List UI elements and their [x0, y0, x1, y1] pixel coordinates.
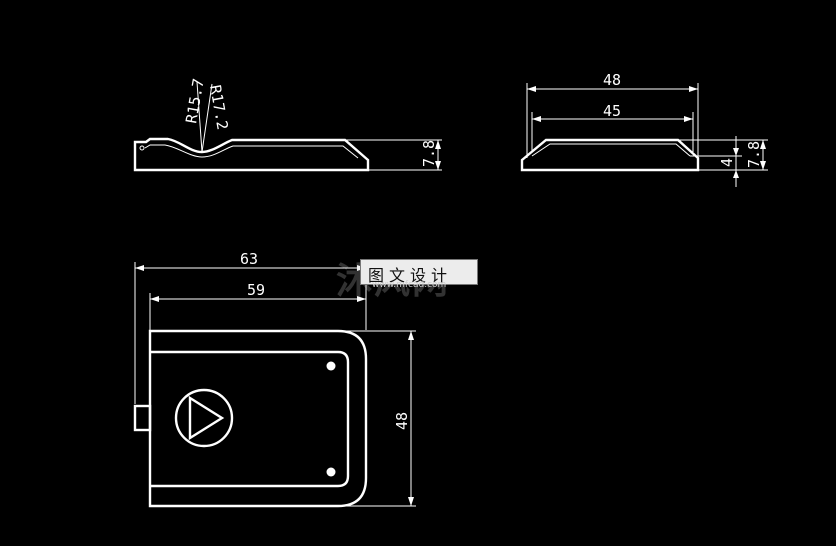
side-height-arrows [435, 140, 441, 170]
side-view: R15.7 R17.2 7.8 [133, 77, 442, 172]
radius-label-a: R15.7 [182, 77, 208, 125]
top-hole-upper [326, 361, 336, 371]
radius-label-b: R17.2 [206, 84, 232, 132]
side-view-outline [133, 137, 370, 172]
end-view: 48 45 4 7.8 [520, 71, 768, 187]
top-width-label: 48 [393, 412, 411, 430]
end-view-inner-line [531, 143, 691, 157]
top-view-inner-recess [150, 350, 350, 488]
side-view-hole [139, 145, 145, 151]
watermark-label: 图文设计 [368, 266, 453, 285]
side-height-label: 7.8 [420, 140, 438, 167]
end-height-label: 7.8 [745, 141, 763, 168]
top-view: 63 59 48 [133, 250, 416, 508]
end-inner-height-arrows [733, 148, 739, 178]
watermark-url: www.mfcad.com [372, 280, 447, 290]
watermark-label-box [360, 259, 478, 285]
top-hole-lower [326, 467, 336, 477]
end-height-arrows [760, 140, 766, 170]
top-overall-length-label: 63 [240, 250, 258, 268]
radius-leader-b [201, 83, 213, 153]
top-body-length-label: 59 [247, 281, 265, 299]
end-inner-height-label: 4 [718, 158, 736, 167]
end-inner-width-label: 45 [603, 102, 621, 120]
play-triangle-circle-icon [174, 388, 234, 448]
top-view-tab [133, 404, 152, 432]
end-outer-width-label: 48 [603, 71, 621, 89]
top-view-outline [148, 329, 368, 508]
side-view-inner-line [144, 144, 359, 159]
radius-leader-a [196, 81, 203, 153]
